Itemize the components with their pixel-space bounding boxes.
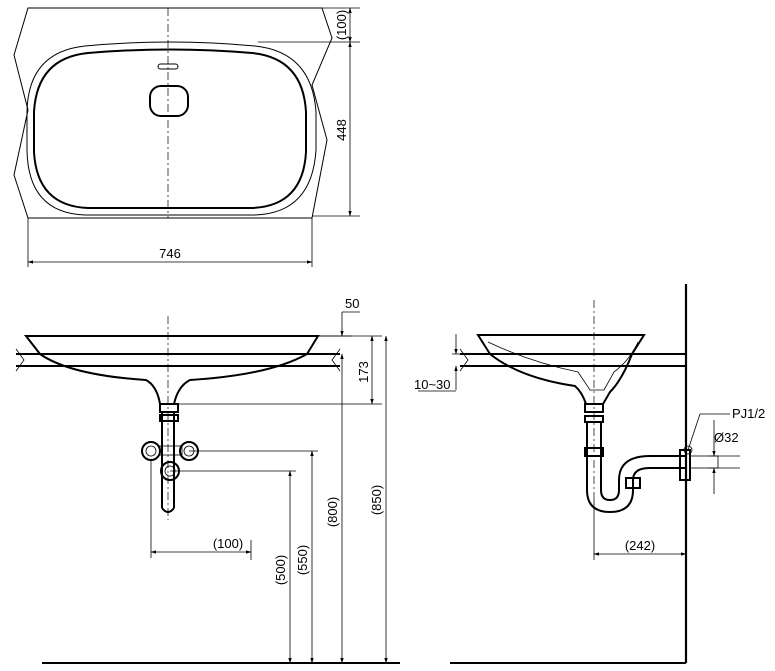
width-dimension-label: 746 <box>159 246 181 261</box>
top-view: 746 (100) 448 <box>13 7 360 267</box>
supply-offset-label: (100) <box>213 536 243 551</box>
left-supply-valve <box>141 441 161 461</box>
counter-thickness-label: 10~30 <box>414 377 451 392</box>
drain-cover <box>149 85 189 117</box>
supply-thread-label: PJ1/2 <box>732 406 765 421</box>
rear-dimension-label: (100) <box>334 10 349 40</box>
bowl-depth-label: 173 <box>356 361 371 383</box>
basin-inner-bowl <box>33 48 307 209</box>
drain-diameter-label: Ø32 <box>714 430 739 445</box>
front-view: 50 173 (850) (800) (550) (500) (100) <box>15 296 400 664</box>
basin-outer-rim <box>26 41 317 216</box>
depth-dimension-label: 448 <box>334 119 349 141</box>
rim-height-label: (850) <box>369 485 384 515</box>
side-basin-profile <box>476 334 646 405</box>
countertop-cutout-outline <box>13 7 333 219</box>
drain-height-label: (800) <box>325 497 340 527</box>
rim-thickness-label: 50 <box>345 296 359 311</box>
trap-projection-label: (242) <box>625 538 655 553</box>
supply-low-label: (500) <box>273 555 288 585</box>
side-view: 10~30 PJ1/2 Ø32 (242) <box>414 284 765 664</box>
overflow-slot <box>157 63 179 70</box>
front-basin-profile <box>23 335 320 405</box>
supply-high-label: (550) <box>295 545 310 575</box>
